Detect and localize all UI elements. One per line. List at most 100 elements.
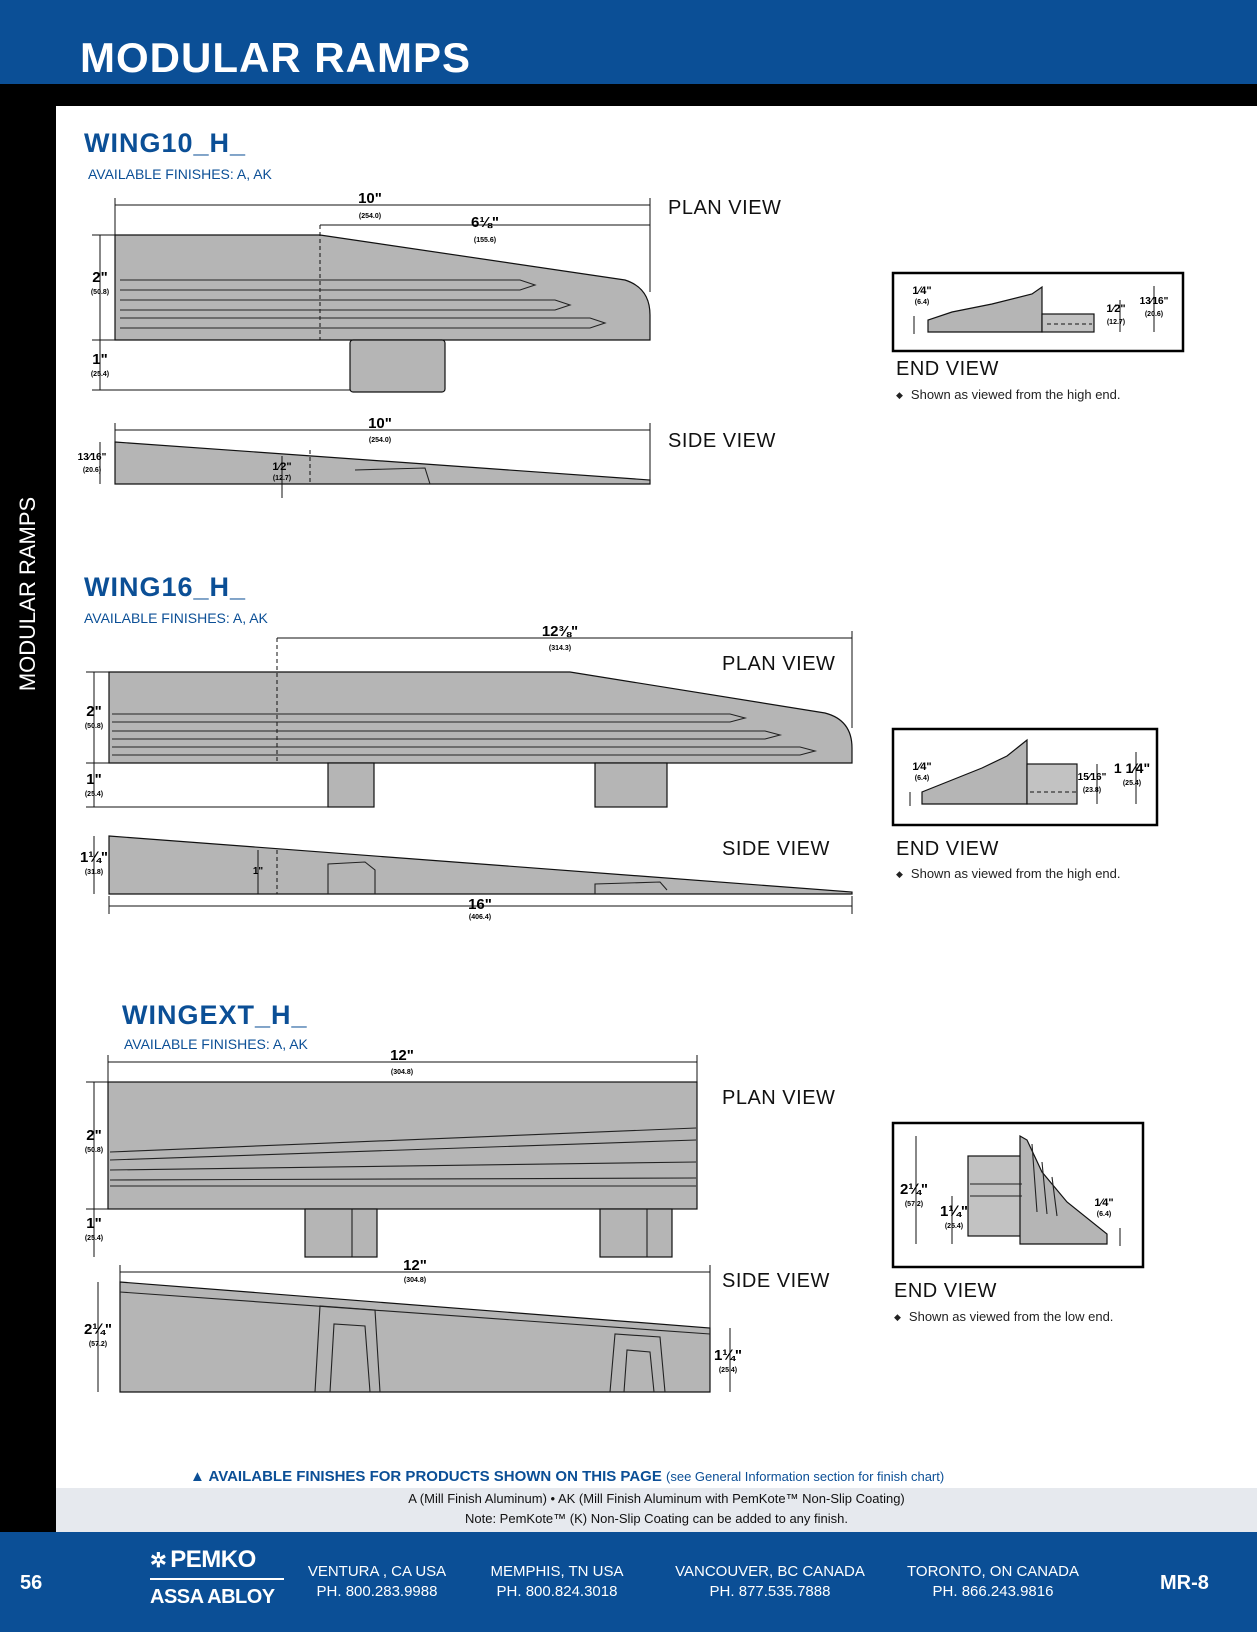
end-dim-a: 1⁄4" <box>912 285 931 297</box>
end-view-drawing-wing16: 1⁄4" (6.4) 15⁄16" (23.8) 1 1⁄4" (25.4) <box>891 727 1159 827</box>
ramp-side-shape <box>119 1281 711 1393</box>
end-dim-c: 13⁄16" <box>1140 296 1169 307</box>
side-view-label-wing10: SIDE VIEW <box>668 430 776 452</box>
tab-outline <box>594 881 668 894</box>
ramp-plan-shape <box>114 234 651 341</box>
end-dim-c-mm: (25.4) <box>1123 780 1141 787</box>
end-dim-c-mm: (6.4) <box>1097 1211 1111 1218</box>
end-view-note-wing16: ◆ Shown as viewed from the high end. <box>896 866 1121 881</box>
finishes-line-1: A (Mill Finish Aluminum) • AK (Mill Fini… <box>408 1491 905 1506</box>
end-note-text: Shown as viewed from the high end. <box>910 387 1121 402</box>
bullet-icon: ◆ <box>894 1312 901 1323</box>
dim-plan-length: 10" <box>358 190 382 207</box>
parent-brand: ASSA ABLOY <box>150 1586 275 1608</box>
dim-plan-width-mm: (50.8) <box>91 289 109 296</box>
groove-line <box>109 1177 697 1181</box>
product-title-wing16: WING16_H_ <box>84 572 247 602</box>
dim-side-length: 12" <box>403 1257 427 1274</box>
bullet-icon: ◆ <box>896 390 903 401</box>
dim-plan-tab-mm: (25.4) <box>91 371 109 378</box>
end-view-label-wing16: END VIEW <box>896 838 999 860</box>
ramp-tab <box>327 762 375 808</box>
pemko-star-icon: ✲ <box>150 1550 167 1572</box>
plan-view-label-wing10: PLAN VIEW <box>668 197 782 219</box>
dim-plan-width: 2" <box>86 1127 101 1144</box>
dim-side-height: 13⁄16" <box>78 452 107 463</box>
logo-divider <box>150 1578 284 1580</box>
side-view-drawing-wingext: 12" (304.8) 2¼" (57.2) 1¼" (25.4) <box>84 1257 742 1393</box>
end-dim-b: 1⁄2" <box>1106 303 1125 315</box>
product-finishes-wing10: AVAILABLE FINISHES: A, AK <box>88 166 272 182</box>
end-view-label-wingext: END VIEW <box>894 1280 997 1302</box>
ramp-side-shape <box>108 835 853 895</box>
side-view-drawing-wing16: 1" 1¼" (31.8) 16" (406.4) <box>80 835 853 921</box>
dim-plan-length-mm: (314.3) <box>549 645 571 652</box>
pemko-logo: ✲PEMKO ASSA ABLOY <box>150 1546 290 1609</box>
page-header: MODULAR RAMPS <box>0 0 1257 84</box>
office-vancouver: VANCOUVER, BC CANADA PH. 877.535.7888 <box>670 1562 870 1602</box>
end-view-label-wing10: END VIEW <box>896 358 999 380</box>
groove-line <box>109 1127 697 1153</box>
end-dim-c-mm: (20.6) <box>1145 311 1163 318</box>
dim-side-mid: 1" <box>253 866 264 877</box>
dim-side-height: 2¼" <box>84 1321 112 1338</box>
dim-plan-length: 12⅜" <box>542 623 578 640</box>
dim-plan-length-mm: (254.0) <box>359 213 381 220</box>
product-title-wing10: WING10_H_ <box>84 128 247 158</box>
dim-plan-length: 12" <box>390 1047 414 1064</box>
dim-side-mid: 1⁄2" <box>272 461 291 473</box>
ramp-plan-shape <box>108 671 853 764</box>
dim-side-length: 10" <box>368 415 392 432</box>
office-phone: PH. 800.283.9988 <box>316 1583 438 1600</box>
ramp-tab <box>349 339 446 393</box>
side-view-label-wing16: SIDE VIEW <box>722 838 830 860</box>
end-note-text: Shown as viewed from the high end. <box>910 866 1121 881</box>
groove-line <box>119 1291 711 1335</box>
plan-view-label-wing16: PLAN VIEW <box>722 653 836 675</box>
dim-plan-taper-mm: (155.6) <box>474 237 496 244</box>
office-phone: PH. 800.824.3018 <box>496 1583 618 1600</box>
dim-plan-tab: 1" <box>86 1215 101 1232</box>
finishes-heading: ▲ AVAILABLE FINISHES FOR PRODUCTS SHOWN … <box>190 1468 944 1485</box>
ramp-tab <box>594 762 668 808</box>
office-toronto: TORONTO, ON CANADA PH. 866.243.9816 <box>893 1562 1093 1602</box>
internal-rib <box>609 1333 666 1393</box>
plan-view-drawing-wingext: 12" (304.8) 2" (50.8) 1" (25.4) <box>85 1047 698 1258</box>
finishes-band <box>56 1488 1257 1532</box>
page-number: 56 <box>20 1572 43 1594</box>
office-phone: PH. 866.243.9816 <box>932 1583 1054 1600</box>
dim-plan-width-mm: (50.8) <box>85 1147 103 1154</box>
dim-plan-tab: 1" <box>86 771 101 788</box>
office-phone: PH. 877.535.7888 <box>709 1583 831 1600</box>
groove-line <box>109 1139 697 1161</box>
dim-plan-tab: 1" <box>92 351 107 368</box>
triangle-icon: ▲ <box>190 1468 205 1485</box>
tab-outline <box>327 861 376 894</box>
end-dim-b-mm: (12.7) <box>1107 319 1125 326</box>
side-view-drawing-wing10: 10" (254.0) 13⁄16" (20.6) 1⁄2" (12.7) <box>78 415 651 498</box>
end-dim-a: 2¼" <box>900 1181 928 1198</box>
bullet-icon: ◆ <box>896 869 903 880</box>
dim-plan-tab-mm: (25.4) <box>85 1235 103 1242</box>
side-tab: MODULAR RAMPS <box>0 84 56 1532</box>
dim-side-mid-mm: (12.7) <box>273 475 291 482</box>
dim-side-length-mm: (406.4) <box>469 914 491 921</box>
end-view-drawing-wingext: 2¼" (57.2) 1¼" (25.4) 1⁄4" (6.4) <box>891 1121 1145 1269</box>
ramp-side-shape <box>114 441 651 485</box>
dim-side-length-mm: (254.0) <box>369 437 391 444</box>
end-view-note-wingext: ◆ Shown as viewed from the low end. <box>894 1309 1113 1324</box>
end-tab-shape <box>1041 313 1095 333</box>
dim-plan-width: 2" <box>92 269 107 286</box>
product-title-wingext: WINGEXT_H_ <box>122 1000 308 1030</box>
dim-side-height-mm: (20.6) <box>83 467 101 474</box>
dim-side-height-mm: (57.2) <box>89 1341 107 1348</box>
end-note-text: Shown as viewed from the low end. <box>908 1309 1114 1324</box>
office-city: VANCOUVER, BC CANADA <box>675 1563 865 1580</box>
profile-detail <box>1031 1143 1058 1217</box>
dim-plan-taper: 6⅛" <box>471 214 499 231</box>
end-dim-c: 1 1⁄4" <box>1114 760 1150 776</box>
dim-side-length-mm: (304.8) <box>404 1277 426 1284</box>
end-dim-a-mm: (57.2) <box>905 1201 923 1208</box>
dim-side-height: 1¼" <box>80 849 108 866</box>
end-dim-b: 15⁄16" <box>1078 772 1107 783</box>
